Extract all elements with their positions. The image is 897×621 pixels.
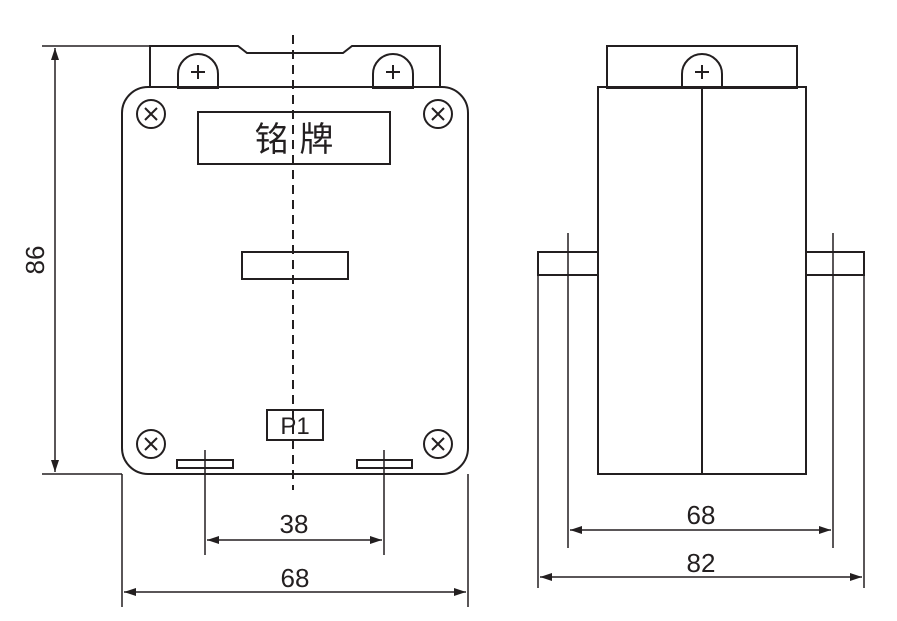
corner-screw-icons <box>136 99 453 459</box>
screw-dome-right <box>372 53 414 89</box>
top-bracket <box>149 45 441 88</box>
side-extension-lines <box>537 233 865 588</box>
dim-inner-label: 68 <box>687 500 716 530</box>
dim-width-label: 68 <box>281 563 310 593</box>
front-view: 铭 牌 P1 86 38 68 <box>20 35 469 607</box>
screw-dome-left <box>177 53 219 89</box>
primary-bar <box>241 251 349 280</box>
terminal-extension-lines <box>204 450 385 555</box>
plus-icon <box>191 65 400 79</box>
p1-marker <box>266 409 324 441</box>
dim-height-label: 86 <box>20 246 50 275</box>
side-bar-right <box>805 251 865 276</box>
housing-body <box>121 86 469 475</box>
p1-label: P1 <box>280 413 309 440</box>
side-screw-dome <box>681 53 723 89</box>
plus-icon <box>695 65 709 79</box>
extension-lines <box>42 45 150 475</box>
side-view: 68 82 <box>537 45 865 588</box>
dim-outer-label: 82 <box>687 548 716 578</box>
dim-spacing-label: 38 <box>280 509 309 539</box>
width-extension-lines <box>121 474 469 607</box>
